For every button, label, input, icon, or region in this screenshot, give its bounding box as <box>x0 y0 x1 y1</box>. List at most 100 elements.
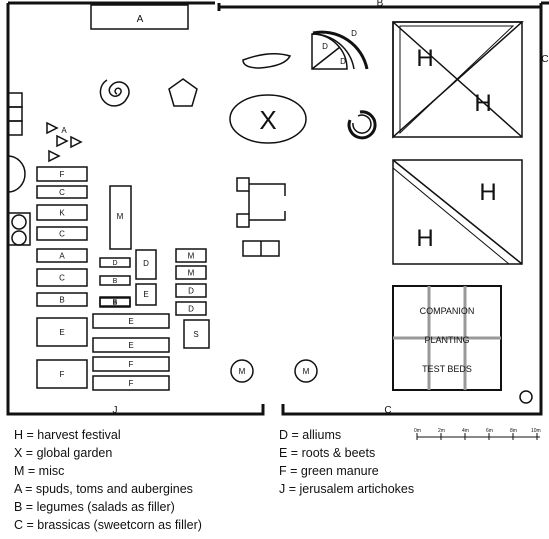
bed-long-1-e <box>92 313 170 329</box>
left-edge-box-2 <box>7 106 23 122</box>
bed-small-4-b-label: B <box>113 300 118 307</box>
alliums-label-2: D <box>340 57 346 66</box>
bed-md-1-m-label: M <box>188 251 195 260</box>
corner-circle <box>519 390 533 404</box>
bed-long-1-e-label: E <box>128 317 133 326</box>
bed-left-2-c-label: C <box>59 188 65 197</box>
bed-a-top-label: A <box>137 14 144 25</box>
alliums-quarter-circle <box>311 30 369 70</box>
spiral-bed <box>99 79 130 107</box>
legend-item-b: B = legumes (salads as filler) <box>14 500 175 514</box>
global-garden-ellipse <box>229 94 307 144</box>
bed-e-single-label: E <box>143 290 148 299</box>
bed-md-2-m <box>175 265 207 280</box>
circle-m-2 <box>294 359 318 383</box>
scale-2m: 2m <box>438 428 445 434</box>
water-butt-1 <box>11 214 27 230</box>
bed-m-tall-label: M <box>117 212 124 221</box>
legend-item-h: H = harvest festival <box>14 428 121 442</box>
circle-m-1-label: M <box>239 367 246 376</box>
bed-s <box>183 319 210 349</box>
edge-label-bottom-left: J <box>113 405 118 416</box>
legend-item-e: E = roots & beets <box>279 446 376 460</box>
left-edge-halfcircle <box>7 155 26 193</box>
harvest-label-1: H <box>416 45 433 72</box>
bed-left-1-f-label: F <box>60 170 65 179</box>
alliums-label-3: D <box>351 29 357 38</box>
bed-left-7-b <box>36 292 88 307</box>
harvest-label-2: H <box>474 90 491 117</box>
legend-item-c: C = brassicas (sweetcorn as filler) <box>14 518 202 532</box>
test-beds-line-1: COMPANION <box>420 306 475 316</box>
circle-m-1 <box>230 359 254 383</box>
bed-d-single <box>135 249 157 280</box>
bed-left-1-f <box>36 166 88 182</box>
bed-left-e-big <box>36 317 88 347</box>
bed-left-5-a <box>36 248 88 263</box>
test-beds-grid <box>392 285 502 391</box>
bed-md-2-m-label: M <box>188 268 195 277</box>
left-edge-box-3 <box>7 120 23 136</box>
edge-label-bottom-right: C <box>384 405 391 416</box>
legend-item-j: J = jerusalem artichokes <box>279 482 415 496</box>
triangles-label: A <box>61 126 67 135</box>
bed-left-f-big-label: F <box>60 370 65 379</box>
legend-item-f: F = green manure <box>279 464 379 478</box>
bed-left-3-k <box>36 204 88 221</box>
small-triangles <box>46 121 83 163</box>
edge-label-top: B <box>377 0 384 9</box>
legend-right: D = alliums E = roots & beets F = green … <box>279 426 414 498</box>
bed-long-4-f <box>92 375 170 391</box>
bed-long-2-e-label: E <box>128 341 133 350</box>
harvest-triangles-bottom <box>392 159 523 265</box>
scale-4m: 4m <box>462 428 469 434</box>
scale-8m: 8m <box>510 428 517 434</box>
c-arc-bed-inner <box>352 114 372 134</box>
left-edge-box-1 <box>7 92 23 108</box>
bed-small-3-b-label: B <box>113 299 118 306</box>
bed-a-top <box>90 4 189 30</box>
scale-0m: 0m <box>414 428 421 434</box>
bed-left-6-c <box>36 268 88 287</box>
bed-md-4-d <box>175 301 207 316</box>
scale-10m: 10m <box>531 428 541 434</box>
harvest-label-4: H <box>416 225 433 252</box>
bed-md-3-d <box>175 283 207 298</box>
test-beds-line-3: TEST BEDS <box>422 364 472 374</box>
alliums-label-1: D <box>322 42 328 51</box>
global-garden-label: X <box>259 105 276 135</box>
legend-item-a: A = spuds, toms and aubergines <box>14 482 193 496</box>
water-butt-2 <box>11 230 27 246</box>
bed-left-2-c <box>36 185 88 199</box>
bed-md-4-d-label: D <box>188 304 194 313</box>
legend-item-d: D = alliums <box>279 428 342 442</box>
pentagon-bed <box>168 78 198 107</box>
bed-left-4-c-label: C <box>59 229 65 238</box>
legend-left: H = harvest festival X = global garden M… <box>14 426 202 534</box>
bed-left-5-a-label: A <box>59 251 65 260</box>
leaf-bed <box>242 53 292 69</box>
bed-d-single-label: D <box>143 259 149 268</box>
bed-small-1-d-label: D <box>112 260 117 267</box>
harvest-triangles-top <box>392 21 524 139</box>
bed-left-3-k-label: K <box>59 208 65 217</box>
edge-label-right: C <box>541 54 548 65</box>
scale-6m: 6m <box>486 428 493 434</box>
bed-small-1-d <box>99 257 131 268</box>
scale-bar <box>416 433 540 440</box>
c-arc-bed <box>347 110 377 140</box>
bed-md-1-m <box>175 248 207 263</box>
bed-small-2-b <box>99 275 131 286</box>
legend-item-m: M = misc <box>14 464 65 478</box>
circle-m-2-label: M <box>303 367 310 376</box>
bed-s-label: S <box>193 330 198 339</box>
bed-m-tall <box>109 185 132 250</box>
bed-long-3-f <box>92 356 170 372</box>
bed-left-6-c-label: C <box>59 273 65 282</box>
harvest-label-3: H <box>479 179 496 206</box>
bed-left-4-c <box>36 226 88 241</box>
bed-long-2-e <box>92 337 170 353</box>
bed-e-single <box>135 283 157 306</box>
legend-item-x: X = global garden <box>14 446 113 460</box>
